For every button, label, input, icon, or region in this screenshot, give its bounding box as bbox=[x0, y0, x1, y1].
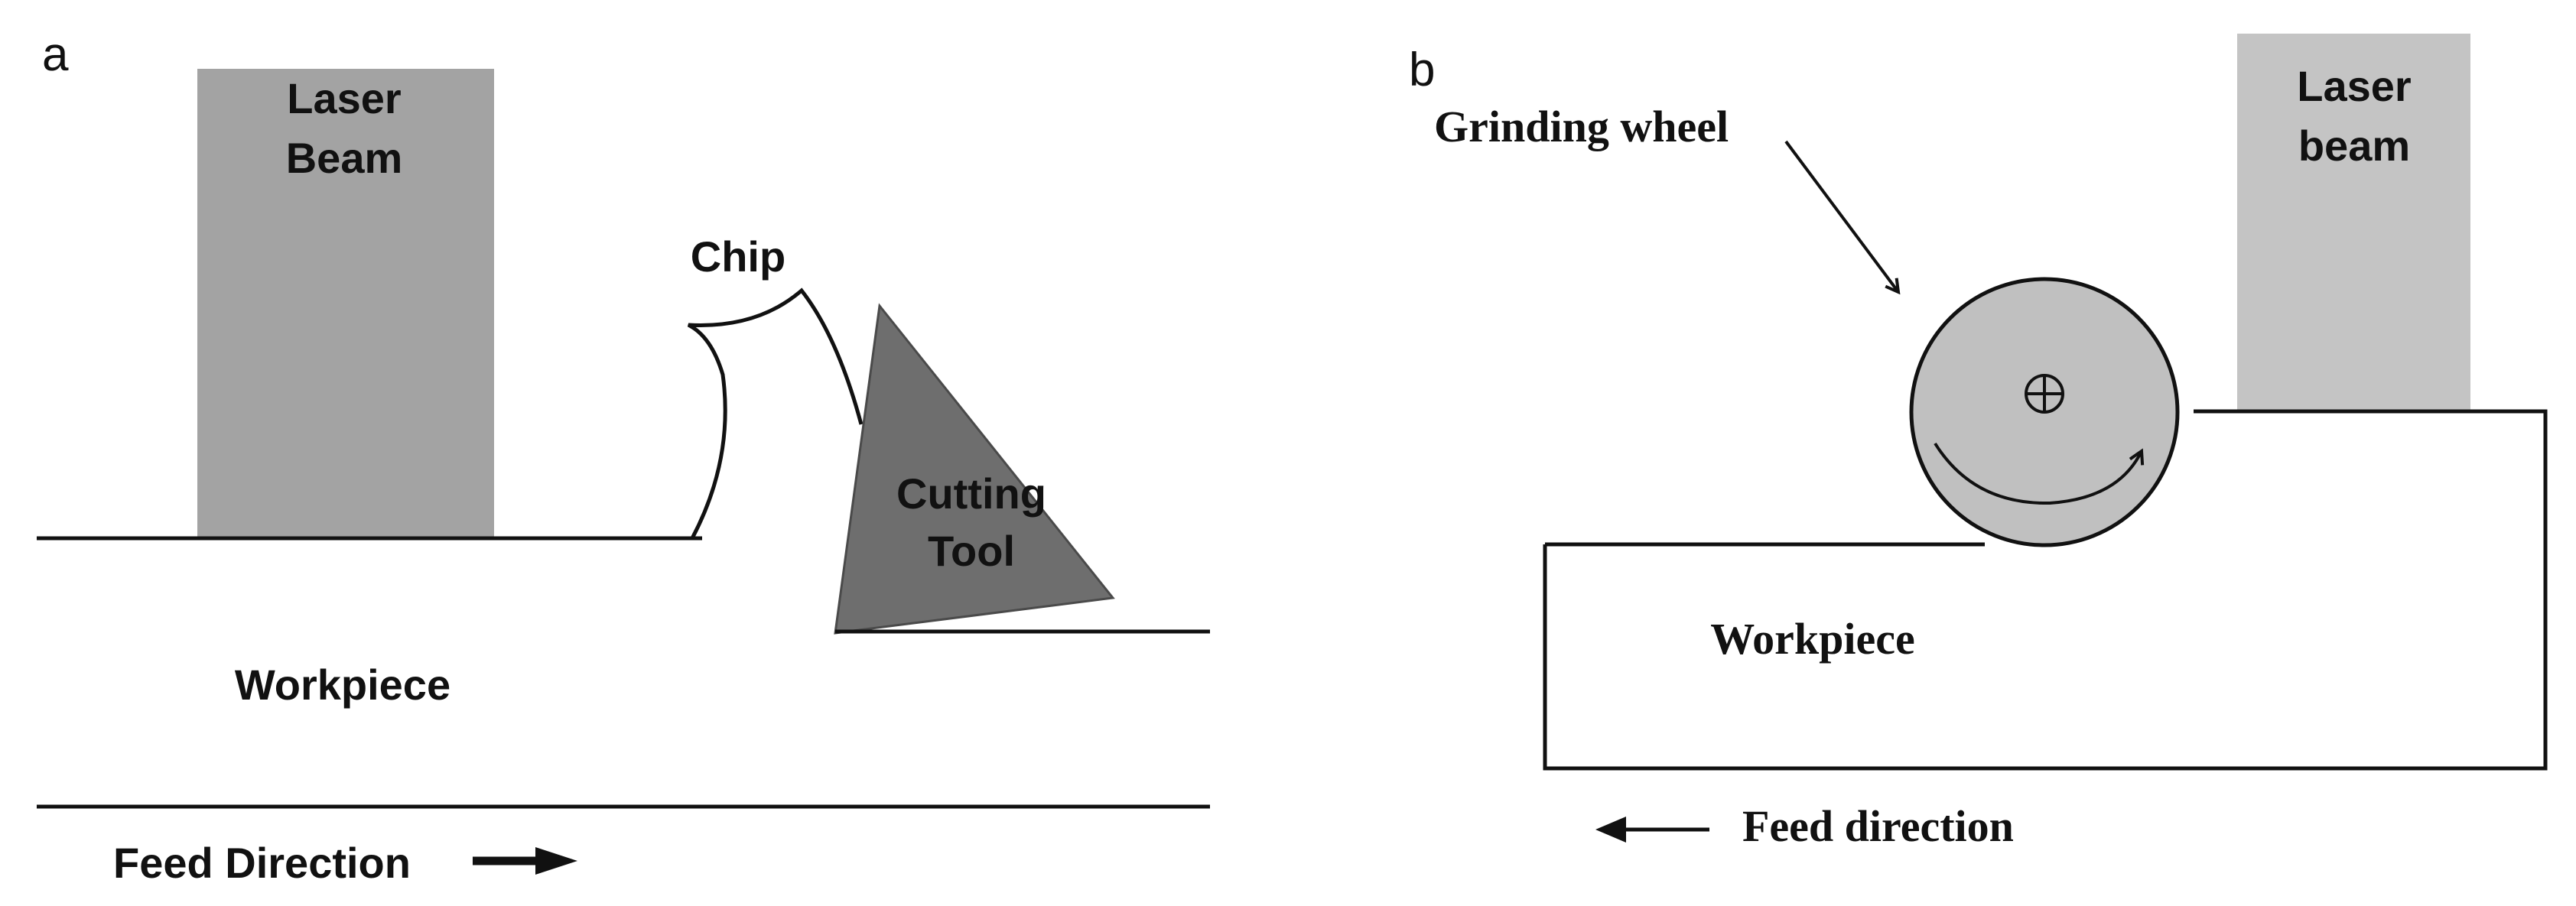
panel-b-laser-beam bbox=[2237, 34, 2470, 411]
panel-a-tool-label-line1: Cutting bbox=[896, 469, 1046, 518]
panel-b-leader-arrow-icon bbox=[1784, 140, 1898, 292]
panel-b-grinding-wheel-label: Grinding wheel bbox=[1434, 102, 1729, 151]
panel-a-laser-beam bbox=[197, 69, 494, 538]
panel-b-rotation-arrow-icon bbox=[1934, 442, 2142, 505]
panel-a-chip bbox=[687, 287, 864, 540]
panel-a-tool-label-line2: Tool bbox=[928, 527, 1015, 575]
panel-b-workpiece-outline bbox=[1543, 409, 2548, 771]
panel-a-laser-label-line1: Laser bbox=[287, 74, 401, 122]
panel-b-feed-arrow-icon bbox=[1595, 817, 1709, 843]
panel-b-workpiece-label: Workpiece bbox=[1710, 614, 1914, 664]
panel-b-wheel-center-icon bbox=[2025, 374, 2064, 414]
panel-a-workpiece-label: Workpiece bbox=[235, 661, 450, 709]
panel-b: b Laser beam Grinding wheel Workpiece Fe… bbox=[1409, 34, 2548, 851]
panel-a-laser-label-line2: Beam bbox=[286, 134, 403, 182]
panel-b-laser-label-line1: Laser bbox=[2297, 62, 2411, 110]
panel-a-chip-label: Chip bbox=[691, 232, 785, 281]
panel-a-label: a bbox=[42, 28, 69, 81]
panel-a-feed-label: Feed Direction bbox=[113, 839, 411, 887]
panel-b-label: b bbox=[1409, 44, 1435, 96]
panel-b-feed-label: Feed direction bbox=[1742, 801, 2014, 851]
panel-b-laser-label-line2: beam bbox=[2298, 122, 2410, 170]
panel-a-cutting-tool bbox=[834, 303, 1115, 635]
panel-a-feed-arrow-icon bbox=[473, 847, 577, 875]
panel-a: a Laser Beam Chip Cutting Tool Workpiece… bbox=[37, 28, 1210, 887]
